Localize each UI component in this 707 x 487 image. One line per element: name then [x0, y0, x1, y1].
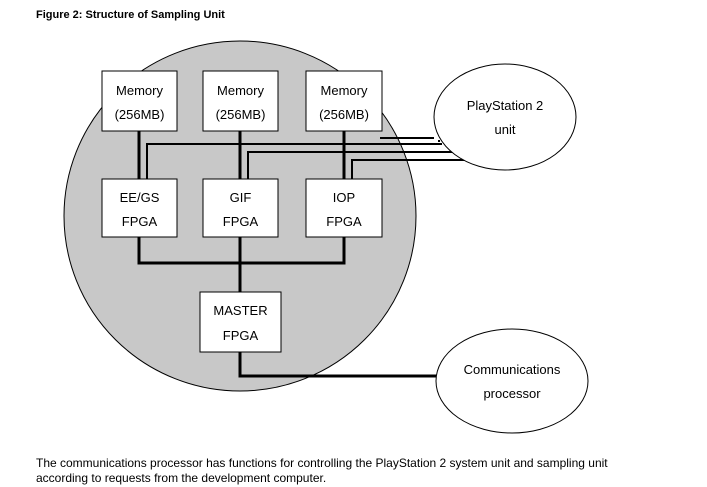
sampling-unit-diagram: Memory (256MB) Memory (256MB) Memory (25… [63, 40, 589, 434]
memory-block-3: Memory (256MB) [305, 70, 383, 132]
memory-block-1-size: (256MB) [115, 107, 165, 122]
eegs-fpga-block: EE/GS FPGA [101, 178, 178, 238]
connections [137, 131, 438, 378]
gif-fpga-type: FPGA [223, 214, 259, 229]
ps2-unit-node: PlayStation 2 unit [433, 63, 577, 171]
memory-block-2-size: (256MB) [216, 107, 266, 122]
ps2-unit-sublabel: unit [495, 122, 516, 137]
memory-block-1: Memory (256MB) [101, 70, 178, 132]
gif-fpga-label: GIF [230, 190, 252, 205]
communications-processor-label: Communications [464, 362, 561, 377]
master-fpga-block: MASTER FPGA [199, 291, 282, 353]
iop-fpga-type: FPGA [326, 214, 362, 229]
figure-title: Figure 2: Structure of Sampling Unit [36, 9, 225, 21]
figure-caption: The communications processor has functio… [36, 456, 608, 485]
gif-fpga-block: GIF FPGA [202, 178, 279, 238]
eegs-fpga-type: FPGA [122, 214, 158, 229]
iop-fpga-label: IOP [333, 190, 355, 205]
ps2-links [146, 140, 470, 179]
iop-fpga-block: IOP FPGA [305, 178, 383, 238]
eegs-fpga-label: EE/GS [120, 190, 160, 205]
memory-block-2-label: Memory [217, 83, 264, 98]
memory-block-1-label: Memory [116, 83, 163, 98]
communications-processor-sublabel: processor [483, 386, 541, 401]
memory-block-3-label: Memory [321, 83, 368, 98]
master-fpga-label: MASTER [213, 303, 267, 318]
ps2-unit-label: PlayStation 2 [467, 98, 544, 113]
communications-processor-node: Communications processor [435, 328, 589, 434]
master-fpga-type: FPGA [223, 328, 259, 343]
memory-block-3-size: (256MB) [319, 107, 369, 122]
memory-block-2: Memory (256MB) [202, 70, 279, 132]
